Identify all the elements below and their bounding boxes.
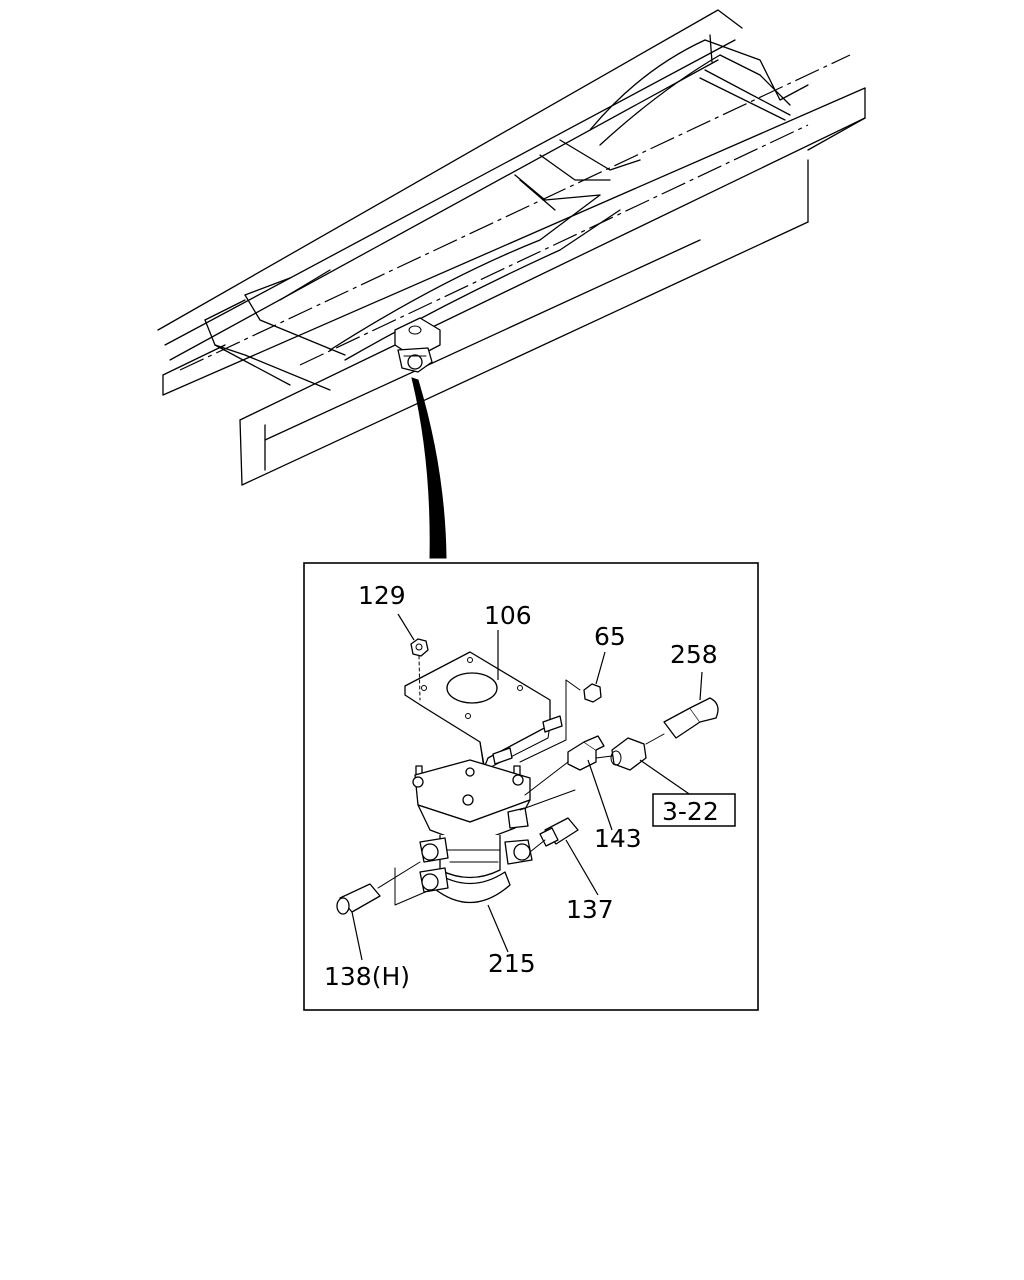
callout-65: 65 bbox=[594, 622, 626, 651]
fitting-137 bbox=[529, 817, 579, 853]
callout-143: 143 bbox=[594, 824, 642, 853]
callout-138: 138(H) bbox=[324, 962, 410, 991]
callout-137: 137 bbox=[566, 895, 614, 924]
callout-258: 258 bbox=[670, 640, 718, 669]
chassis-frame bbox=[157, 9, 866, 486]
nut-65 bbox=[519, 679, 602, 763]
detail-box bbox=[303, 562, 759, 1011]
callout-129: 129 bbox=[358, 581, 406, 610]
nut-129 bbox=[410, 638, 429, 701]
callout-215: 215 bbox=[488, 949, 536, 978]
callout-106: 106 bbox=[484, 601, 532, 630]
callout-ref: 3-22 bbox=[662, 797, 719, 826]
fitting-143 bbox=[519, 735, 605, 811]
leader-lines bbox=[351, 613, 703, 961]
reference-box bbox=[652, 793, 736, 827]
mounting-bracket bbox=[404, 651, 551, 771]
valve-on-frame bbox=[394, 317, 441, 373]
fitting-138 bbox=[336, 861, 431, 915]
fitting-258 bbox=[645, 697, 719, 745]
coupling-nut bbox=[595, 737, 647, 771]
relay-valve bbox=[412, 759, 533, 904]
detail-leader bbox=[411, 377, 447, 559]
